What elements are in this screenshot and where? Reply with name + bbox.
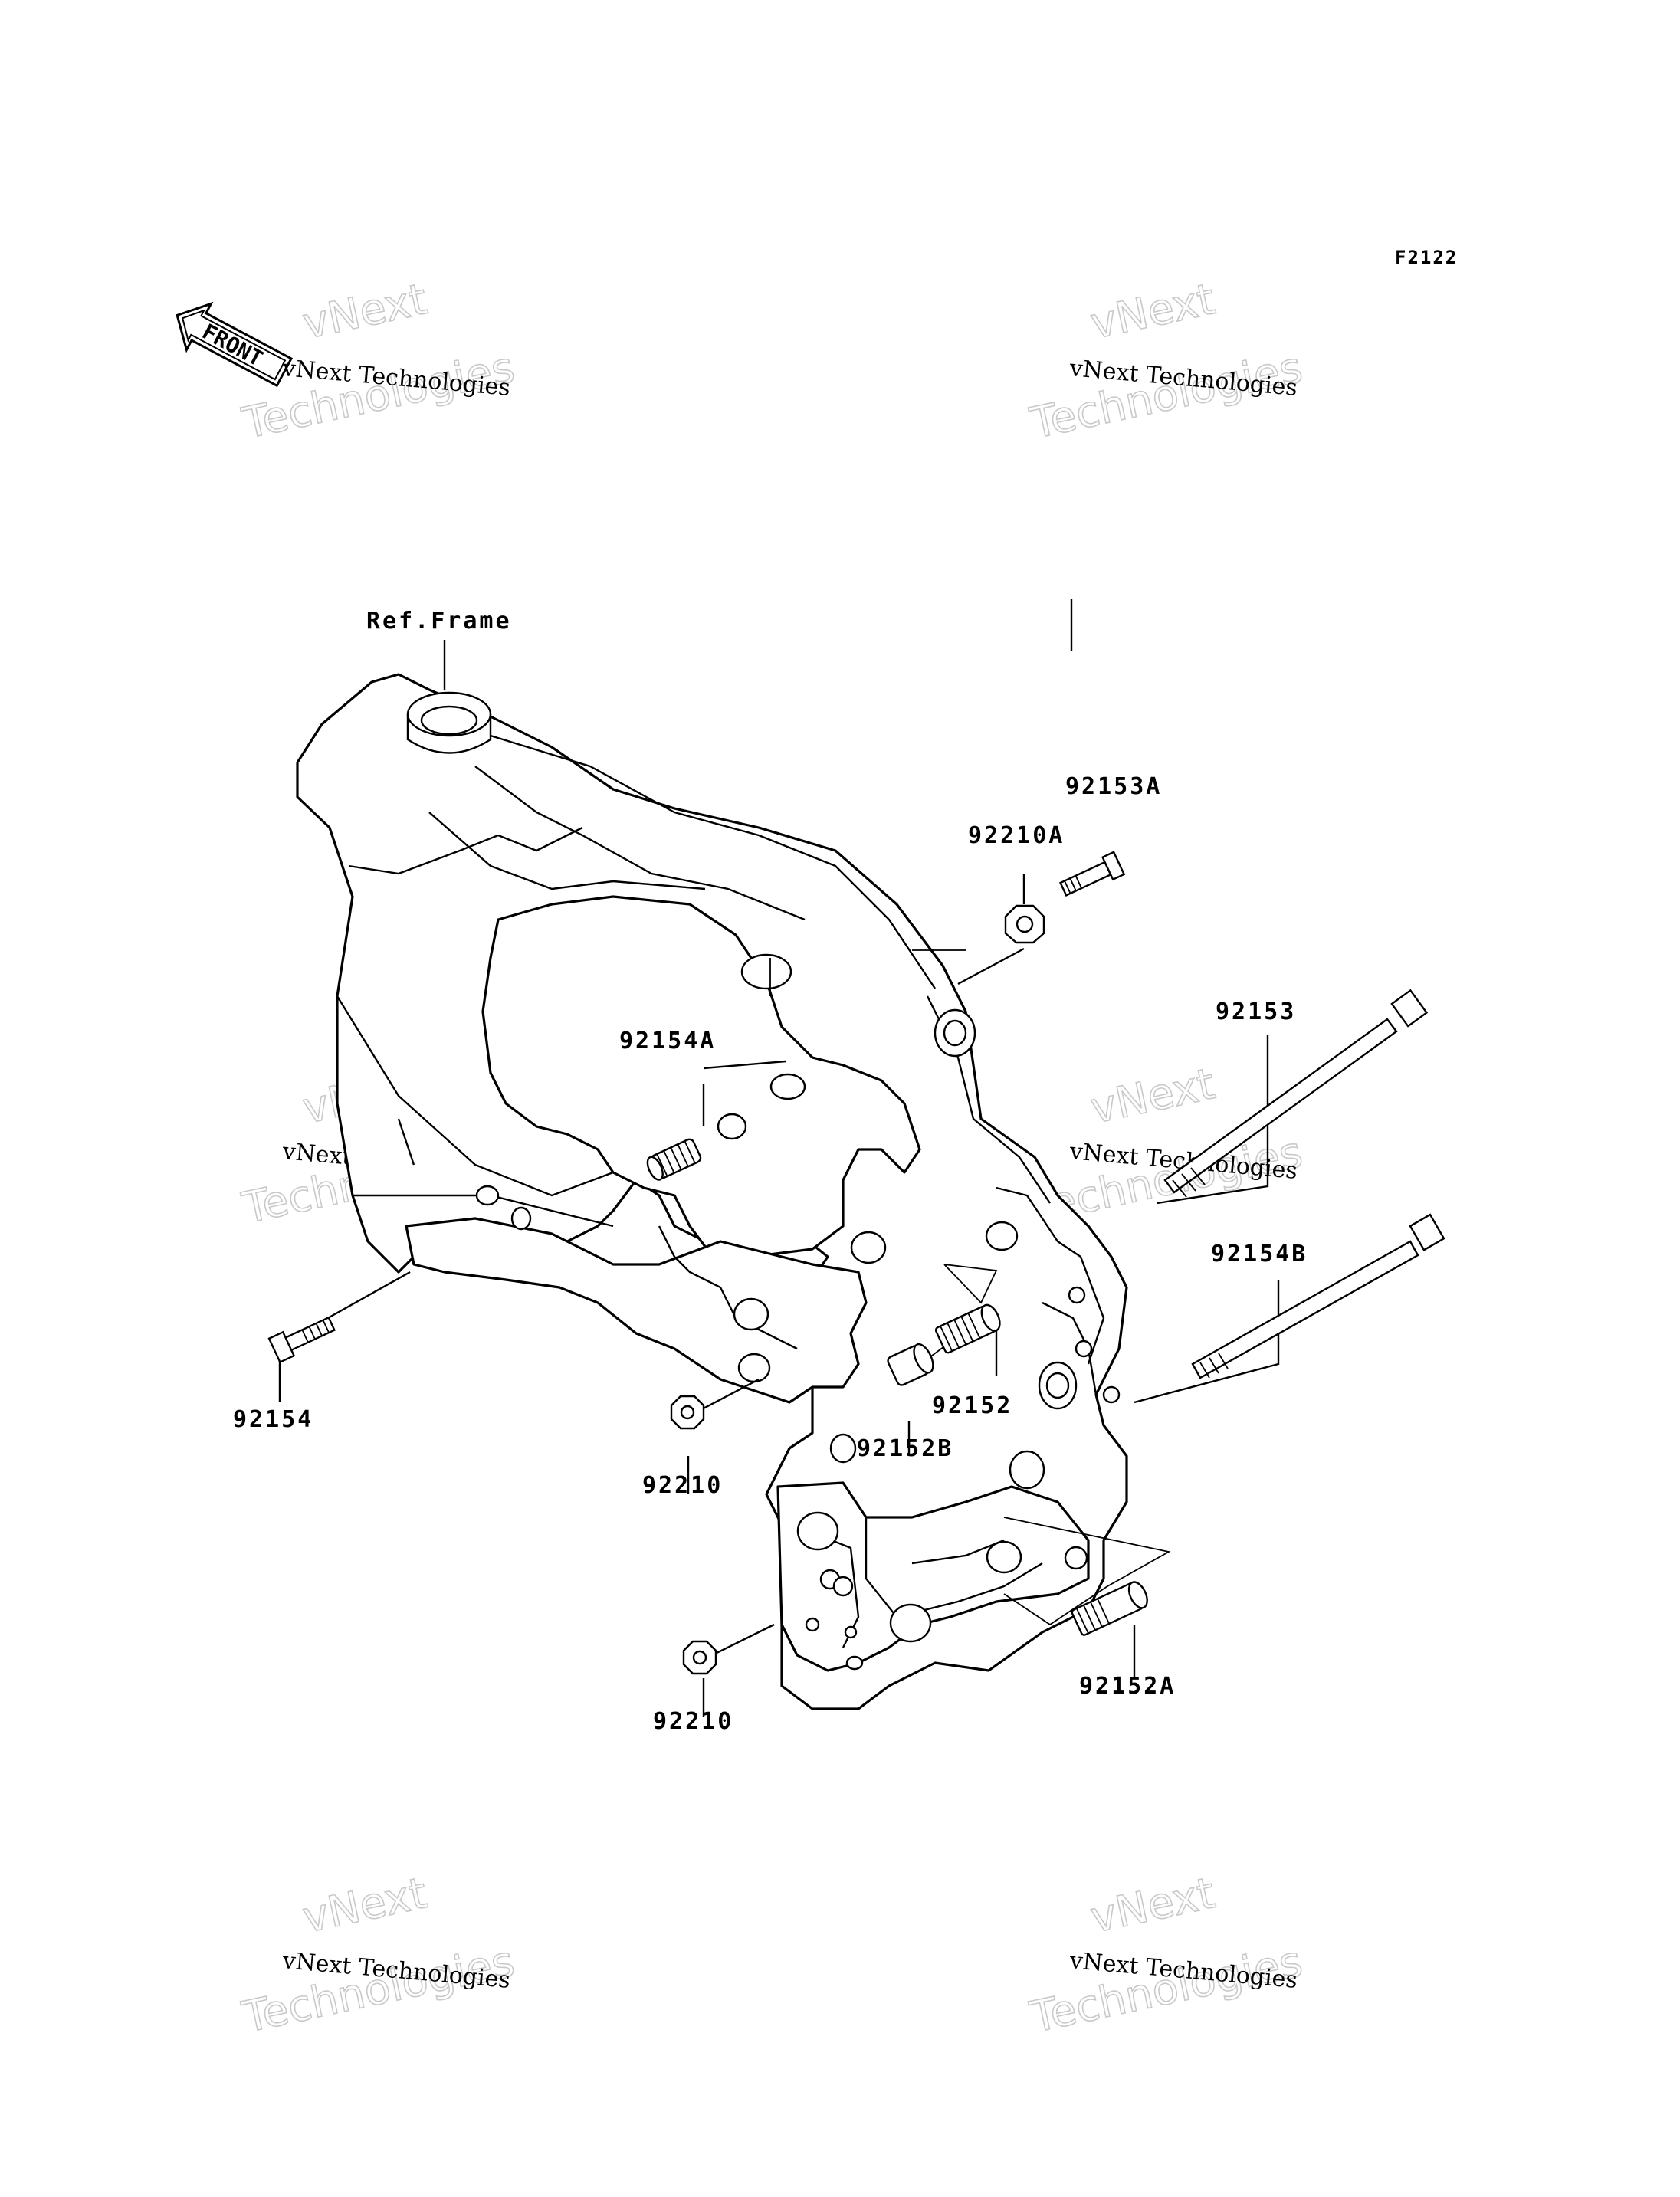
part-label-92152B: 92152B <box>857 1435 953 1462</box>
part-label-92153A: 92153A <box>1065 773 1162 800</box>
ref-frame-label: Ref.Frame <box>366 608 512 635</box>
nut-92210A-icon <box>1004 904 1045 944</box>
svg-text:vNext: vNext <box>1086 1868 1219 1943</box>
leader-lines <box>278 599 1280 1717</box>
svg-text:vNext: vNext <box>298 1868 431 1943</box>
part-label-92210-upper: 92210 <box>642 1472 723 1499</box>
svg-text:vNext: vNext <box>1086 274 1219 349</box>
svg-text:vNext: vNext <box>1086 1059 1219 1134</box>
part-label-92154: 92154 <box>233 1406 313 1433</box>
part-label-92153: 92153 <box>1216 998 1296 1025</box>
bolt-92153-icon <box>1163 989 1429 1198</box>
part-label-92152: 92152 <box>932 1392 1012 1419</box>
svg-text:vNext: vNext <box>298 274 431 349</box>
part-label-92154B: 92154B <box>1211 1241 1308 1267</box>
nut-92210-lower-icon <box>682 1640 717 1675</box>
collar-92152A-icon <box>1071 1581 1148 1636</box>
bushing-92152B-icon <box>887 1343 934 1386</box>
diagram-code: F2122 <box>1395 247 1458 268</box>
bolt-92154-icon <box>267 1316 336 1364</box>
bolt-92153A-icon <box>1058 851 1126 897</box>
callout-labels: Ref.Frame 92153A 92210A 92153 92154A 921… <box>233 608 1308 1735</box>
hardware-parts <box>267 851 1445 1675</box>
collar-92152-icon <box>934 1303 1001 1354</box>
motorcycle-frame <box>296 673 1128 1710</box>
part-label-92152A: 92152A <box>1079 1673 1176 1700</box>
front-arrow-icon: FRONT <box>176 301 294 388</box>
part-label-92210A: 92210A <box>968 822 1065 849</box>
bolt-92154B-icon <box>1191 1213 1445 1379</box>
part-label-92154A: 92154A <box>619 1028 716 1054</box>
part-label-92210-lower: 92210 <box>653 1708 733 1735</box>
nut-92210-upper-icon <box>670 1395 705 1430</box>
stud-92154A-icon <box>646 1138 702 1181</box>
